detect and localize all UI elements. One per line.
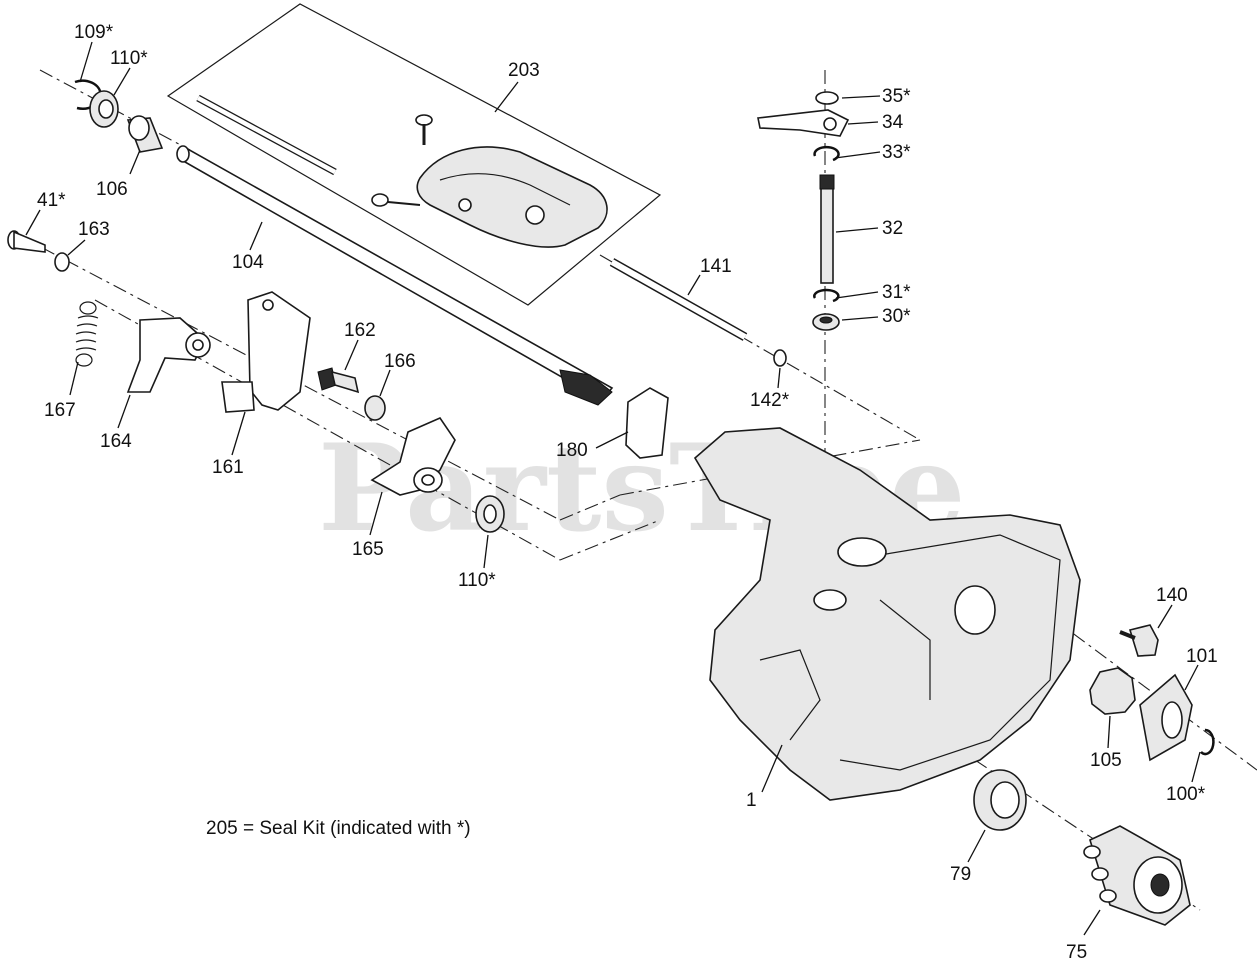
washer-142: [773, 349, 787, 367]
transmission-housing: [693, 427, 1081, 801]
bushing-106: [126, 115, 164, 153]
callout-167: 167: [44, 400, 76, 421]
ring-33: [813, 145, 840, 162]
callout-labels: 109* 110* 106 41* 163 104 203 141 35* 34…: [37, 22, 1218, 963]
callout-110-upper: 110*: [110, 48, 148, 69]
shift-plate-165: [370, 417, 456, 496]
bolt-162: [317, 367, 360, 394]
seal-79: [973, 769, 1027, 831]
callout-166: 166: [384, 351, 416, 372]
seal-110-lower: [475, 495, 505, 533]
callout-34: 34: [882, 112, 904, 133]
seal-30: [812, 313, 840, 331]
seal-kit-box: [166, 3, 662, 306]
callout-140: 140: [1156, 585, 1188, 606]
callout-180: 180: [556, 440, 588, 461]
callout-105: 105: [1090, 750, 1122, 771]
callout-30: 30*: [882, 306, 911, 327]
bearing-110: [89, 90, 119, 128]
callout-79: 79: [950, 864, 971, 885]
washer-163: [54, 252, 70, 272]
plug-140: [1119, 624, 1159, 657]
gear-105: [1089, 667, 1136, 715]
washer-35: [815, 91, 839, 105]
callout-33: 33*: [882, 142, 911, 163]
ring-100: [1200, 728, 1215, 756]
callout-161: 161: [212, 457, 244, 478]
callout-109: 109*: [74, 22, 114, 43]
callout-142: 142*: [750, 390, 790, 411]
callout-141: 141: [700, 256, 732, 277]
shaft-32: [819, 174, 835, 284]
callout-164: 164: [100, 431, 132, 452]
shaft-104: [176, 145, 614, 406]
cylinder-block-75: [1083, 825, 1191, 926]
rod-141: [609, 258, 748, 341]
bevel-gear-101: [1139, 673, 1193, 762]
lever-164: [126, 317, 211, 393]
clip-180: [625, 387, 669, 459]
cover-housing: [371, 146, 608, 248]
callout-104: 104: [232, 252, 264, 273]
ring-31: [813, 288, 840, 303]
callout-110-lower: 110*: [458, 570, 496, 591]
leader-lines: [25, 41, 1201, 936]
seal-kit-note: 205 = Seal Kit (indicated with *): [206, 818, 471, 839]
pin-rod: [196, 94, 337, 176]
callout-35: 35*: [882, 86, 911, 107]
callout-1: 1: [746, 790, 757, 811]
callout-32: 32: [882, 218, 903, 239]
callout-165: 165: [352, 539, 384, 560]
spacer-166: [364, 395, 386, 421]
callout-41: 41*: [37, 190, 66, 211]
callout-162: 162: [344, 320, 376, 341]
callout-75: 75: [1066, 942, 1087, 963]
spring-167: [75, 301, 99, 367]
callout-101: 101: [1186, 646, 1218, 667]
pin-41: [7, 230, 46, 253]
callout-100: 100*: [1166, 784, 1206, 805]
callout-106: 106: [96, 179, 128, 200]
arm-34: [757, 109, 850, 137]
callout-163: 163: [78, 219, 110, 240]
callout-31: 31*: [882, 282, 911, 303]
bracket-161: [221, 291, 311, 413]
screw: [415, 114, 433, 145]
callout-203: 203: [508, 60, 540, 81]
